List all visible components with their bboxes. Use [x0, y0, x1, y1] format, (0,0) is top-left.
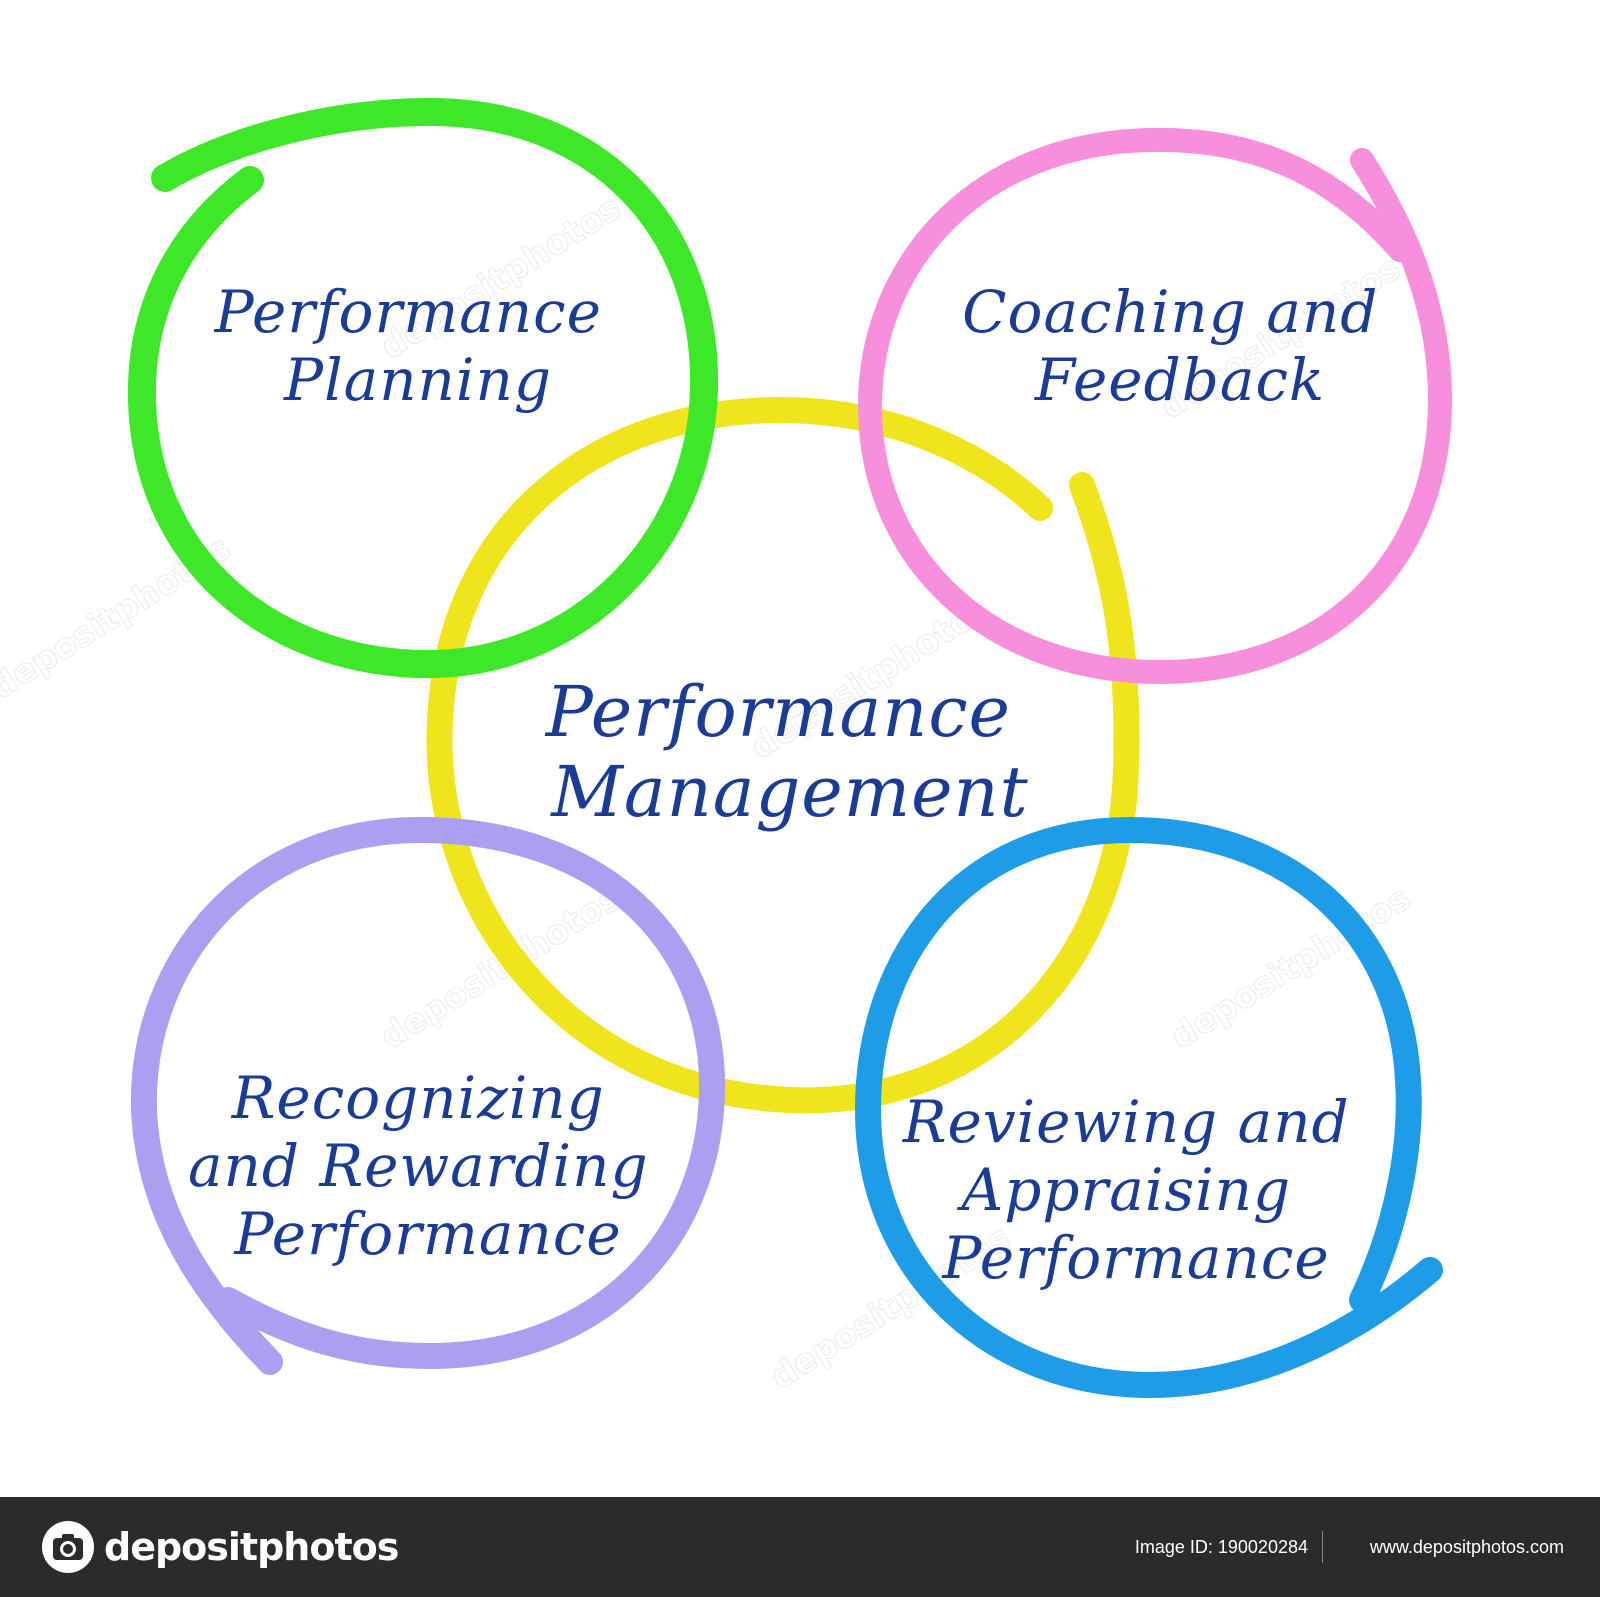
- label-line: Performance: [544, 671, 1011, 753]
- reviewing-ring-stroke: [854, 816, 1443, 1399]
- label-line: Management: [549, 751, 1028, 833]
- camera-logo-icon: [42, 1521, 94, 1573]
- planning-ring: [127, 97, 719, 679]
- coaching-ring-stroke: [857, 127, 1453, 685]
- label-line: Coaching and: [962, 278, 1378, 346]
- center-label: Performance Management: [544, 671, 1034, 833]
- label-line: Reviewing and: [902, 1088, 1350, 1156]
- center-ring: [426, 396, 1140, 1114]
- reviewing-ring: [854, 816, 1443, 1399]
- label-line: Performance: [941, 1224, 1329, 1292]
- recognizing-ring: [130, 816, 726, 1375]
- node-label-recognizing: Recognizing and Rewarding Performance: [188, 1064, 668, 1268]
- node-label-planning: Performance Planning: [214, 278, 622, 414]
- recognizing-ring-stroke: [130, 816, 726, 1375]
- label-line: Performance: [233, 1200, 621, 1268]
- label-line: and Rewarding: [188, 1132, 649, 1200]
- label-line: Performance: [214, 278, 602, 346]
- node-label-coaching: Coaching and Feedback: [962, 278, 1398, 414]
- image-id: Image ID: 190020284: [1134, 1537, 1308, 1557]
- stock-footer-bar: depositphotos Image ID: 190020284 www.de…: [0, 1497, 1600, 1597]
- performance-management-diagram: depositphotos depositphotos depositphoto…: [0, 97, 1453, 1399]
- center-ring-tail: [999, 464, 1046, 514]
- planning-ring-stroke: [127, 97, 719, 679]
- node-label-reviewing: Reviewing and Appraising Performance: [902, 1088, 1369, 1292]
- label-line: Planning: [283, 346, 552, 414]
- label-line: Appraising: [956, 1156, 1291, 1224]
- coaching-ring: [857, 127, 1453, 685]
- label-line: Feedback: [1034, 346, 1325, 414]
- footer-divider: [1322, 1531, 1323, 1563]
- label-line: Recognizing: [231, 1064, 605, 1132]
- footer-brand[interactable]: depositphotos: [104, 1525, 399, 1569]
- center-ring-stroke: [426, 396, 1140, 1114]
- footer-url[interactable]: www.depositphotos.com: [1369, 1537, 1564, 1557]
